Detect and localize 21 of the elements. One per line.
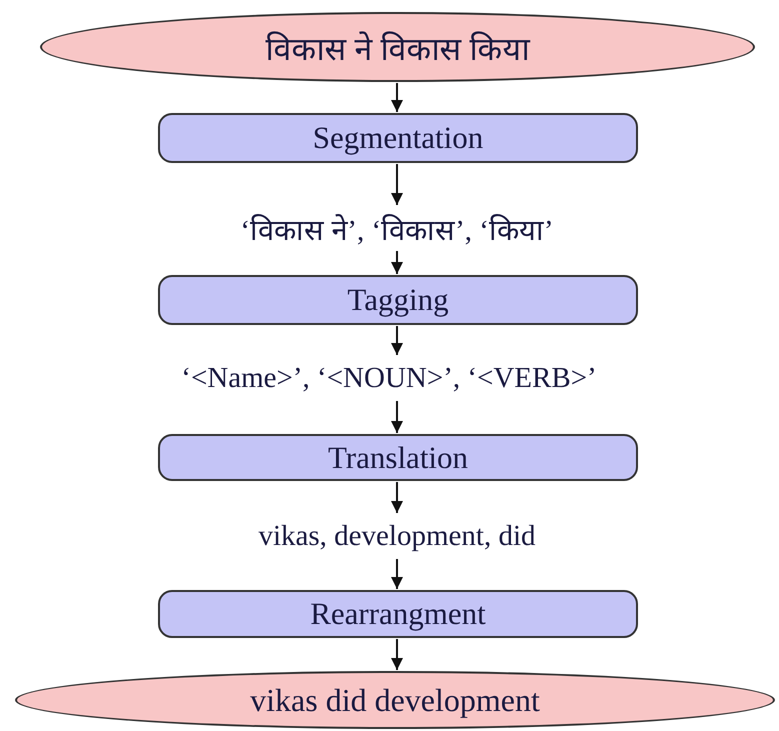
intermediate-text: ‘<Name>’, ‘<NOUN>’, ‘<VERB>’ — [179, 356, 599, 400]
process-box — [158, 434, 638, 481]
process-box — [158, 275, 638, 325]
arrow — [391, 164, 403, 205]
process-box — [158, 113, 638, 163]
intermediate-text: vikas, development, did — [256, 514, 538, 558]
node-label: विकास ने विकास किया — [266, 30, 530, 68]
node-label: Tagging — [347, 282, 449, 318]
arrow — [391, 326, 403, 355]
arrow — [391, 83, 403, 112]
node-label: Translation — [328, 440, 468, 476]
intermediate-text: ‘विकास ने’, ‘विकास’, ‘किया’ — [238, 206, 556, 250]
arrow — [391, 559, 403, 589]
node-label: Segmentation — [312, 120, 484, 156]
arrow — [391, 639, 403, 670]
arrow — [391, 251, 403, 274]
arrow — [391, 482, 403, 513]
node-label: vikas did development — [250, 682, 540, 718]
arrow — [391, 401, 403, 433]
node-label: Rearrangment — [310, 596, 486, 632]
process-box — [158, 590, 638, 638]
